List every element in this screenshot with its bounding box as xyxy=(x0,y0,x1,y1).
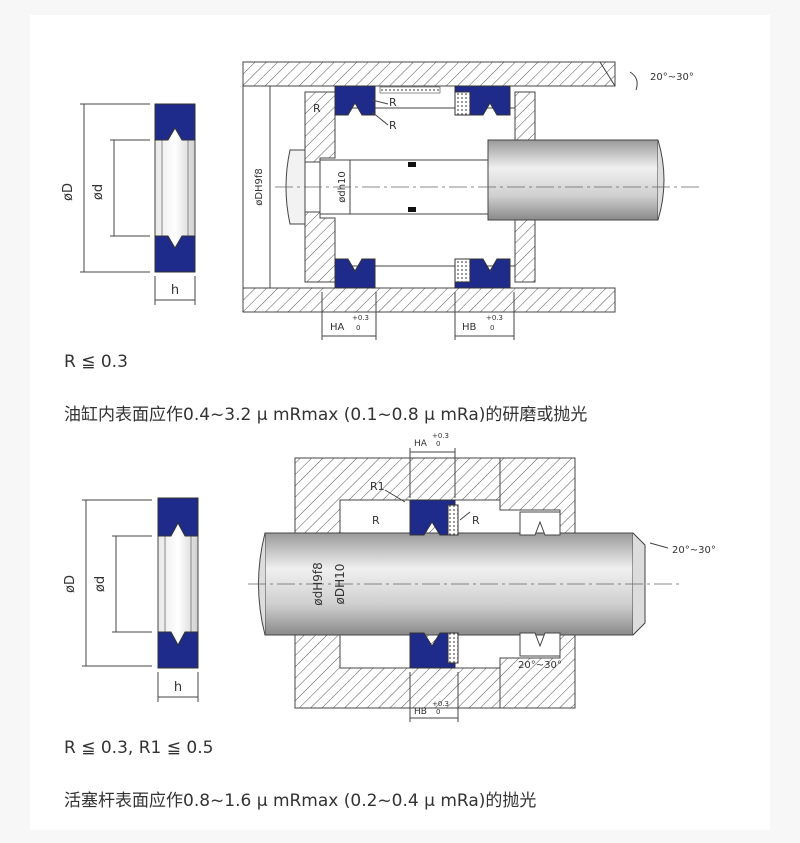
piston-radius-label-3: R xyxy=(389,119,397,132)
cylinder-assembly xyxy=(242,61,700,313)
piston-dim-D-label: øD xyxy=(61,183,76,201)
cylinder-chamfer-label: 20°~30° xyxy=(650,72,694,83)
rod-groove-a-label: HA xyxy=(414,439,428,449)
rod-groove-b-label: HB xyxy=(414,707,427,717)
rod-groove-a-tol-plus: +0.3 xyxy=(432,432,449,440)
rod-chamfer-label-1: 20°~30° xyxy=(672,545,716,556)
rod-dim-h-label: h xyxy=(174,680,182,695)
rod-seal-section: øD ød h R1 R R xyxy=(63,432,716,722)
piston-seal-profile xyxy=(154,103,196,273)
piston-radius-note: R ≦ 0.3 xyxy=(64,352,128,372)
piston-groove-dimensions xyxy=(321,292,515,340)
piston-seal-dimensions xyxy=(80,103,196,305)
piston-surface-note: 油缸内表面应作0.4~3.2 μ mRmax (0.1~0.8 μ mRa)的研… xyxy=(64,405,588,425)
rod-dim-D-label: øD xyxy=(63,575,78,593)
rod-diameter-a-label: ødH9f8 xyxy=(311,562,325,605)
rod-radius-label-3: R xyxy=(472,514,480,527)
rod-radius-note: R ≦ 0.3, R1 ≦ 0.5 xyxy=(64,738,214,758)
rod-radius-label-1: R1 xyxy=(370,480,385,493)
groove-a-tol-zero: 0 xyxy=(356,324,360,332)
groove-b-tol-plus: +0.3 xyxy=(486,314,503,322)
piston-radius-label-1: R xyxy=(313,102,321,115)
rod-groove-dimensions xyxy=(409,448,459,722)
rod-seal-profile xyxy=(157,497,199,669)
rod-seal-dimensions xyxy=(82,499,199,702)
bore-diameter-label: øDH9f8 xyxy=(254,168,265,206)
rod-diameter-label: ødh10 xyxy=(337,171,348,203)
groove-b-label: HB xyxy=(462,322,477,333)
rod-groove-a-tol-zero: 0 xyxy=(436,440,440,448)
rod-surface-note: 活塞杆表面应作0.8~1.6 μ mRmax (0.2~0.4 μ mRa)的抛… xyxy=(64,791,537,811)
groove-a-tol-plus: +0.3 xyxy=(352,314,369,322)
rod-dim-d-label: ød xyxy=(93,576,108,592)
piston-seal-section: øD ød h xyxy=(61,61,700,340)
piston-dim-d-label: ød xyxy=(91,184,106,200)
piston-dim-h-label: h xyxy=(171,283,179,298)
groove-a-label: HA xyxy=(330,322,345,333)
rod-groove-b-tol-zero: 0 xyxy=(436,708,440,716)
piston-radius-label-2: R xyxy=(389,96,397,109)
rod-diameter-b-label: øDH10 xyxy=(333,564,347,605)
rod-radius-label-2: R xyxy=(372,514,380,527)
gland-housing-assembly xyxy=(248,457,680,709)
rod-groove-b-tol-plus: +0.3 xyxy=(432,700,449,708)
rod-chamfer-label-2: 20°~30° xyxy=(518,660,562,671)
groove-b-tol-zero: 0 xyxy=(490,324,494,332)
